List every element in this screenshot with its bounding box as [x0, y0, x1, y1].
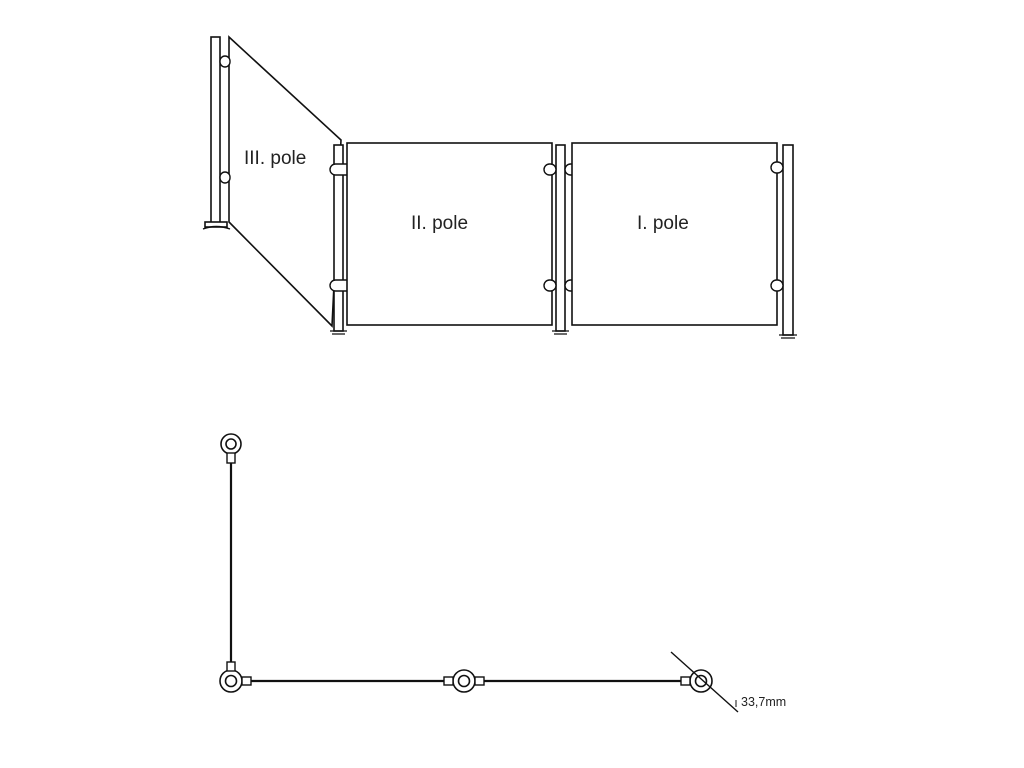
label-panel-1: I. pole [637, 213, 689, 234]
diameter-label: 33,7mm [741, 695, 786, 709]
plan-view: 33,7mm [219, 433, 786, 713]
clamp [543, 279, 557, 292]
clamp [543, 163, 557, 176]
label-panel-2: II. pole [411, 213, 468, 234]
post-right [779, 144, 797, 339]
label-panel-3: III. pole [244, 148, 306, 169]
plan-post-end [680, 669, 713, 693]
plan-post-corner [219, 661, 252, 693]
glass-panel-2 [346, 142, 553, 326]
plan-post-middle [443, 669, 485, 693]
glass-panel-3 [228, 35, 342, 328]
clamp [219, 55, 231, 68]
plan-post-top [220, 433, 242, 464]
post-middle [552, 144, 569, 335]
clamp [770, 279, 784, 292]
diameter-dimension [670, 651, 739, 713]
clamp [219, 171, 231, 184]
post-corner [330, 144, 347, 335]
post-left [202, 36, 231, 230]
glass-panel-1 [571, 142, 778, 326]
clamp [770, 161, 784, 174]
elevation-view: III. pole II. pole I. pole [202, 35, 797, 339]
